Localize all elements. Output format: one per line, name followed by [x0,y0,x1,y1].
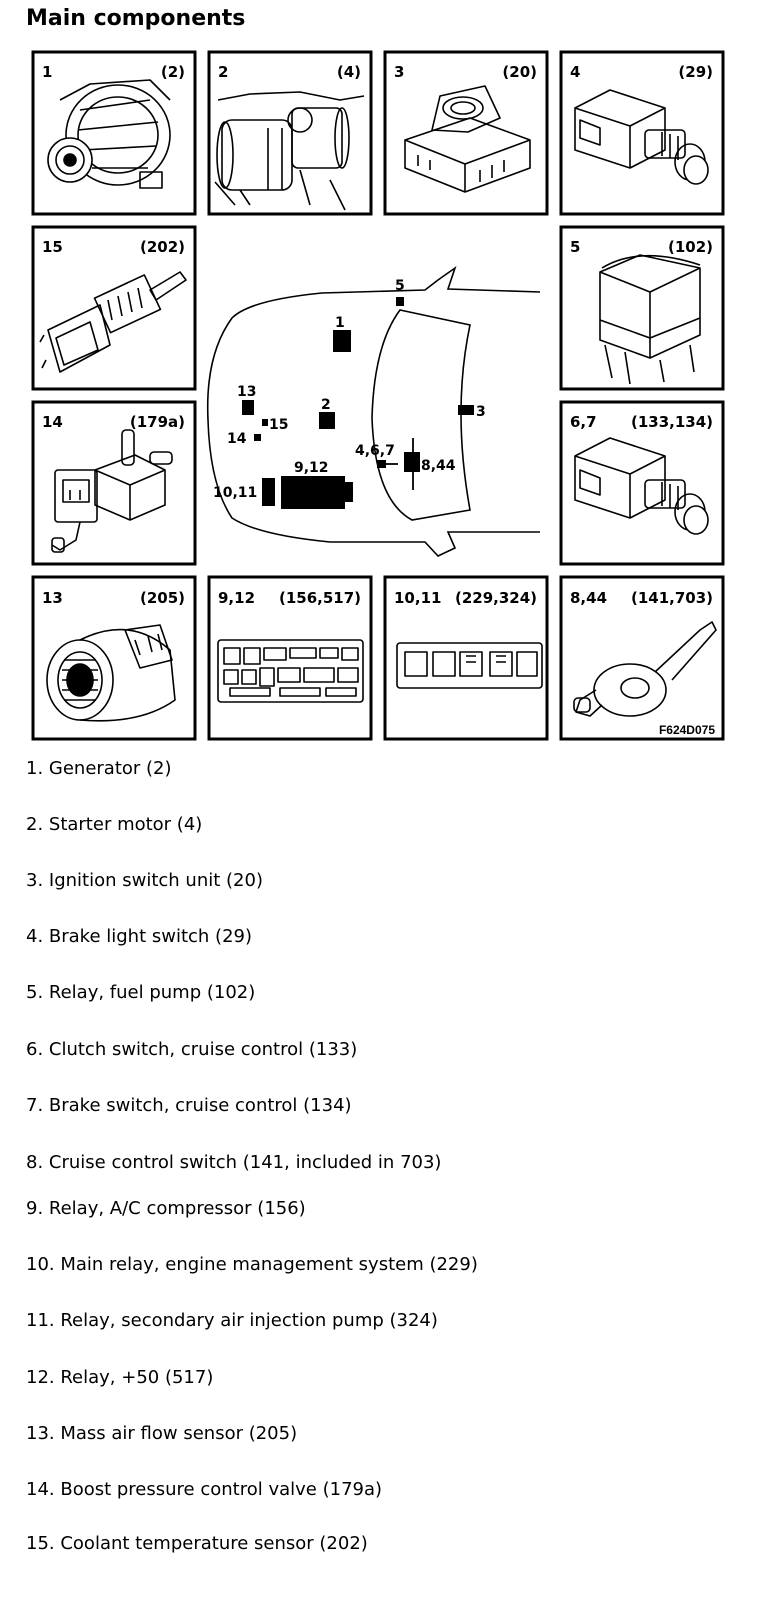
list-item: 4. Brake light switch (29) [26,926,253,947]
relay-box-1011-illustration [396,642,543,689]
list-item: 10. Main relay, engine management system… [26,1254,478,1275]
panel-frame-1011 [383,575,549,741]
panel-id-1: 1 [42,63,52,81]
panel-id-67: 6,7 [570,413,597,431]
panel-frame-3 [383,50,549,216]
car-label-3: 3 [476,404,486,420]
list-item: 12. Relay, +50 (517) [26,1367,214,1388]
maf-sensor-illustration [46,624,176,722]
list-item: 3. Ignition switch unit (20) [26,870,263,891]
clutch-brake-switch-illustration [574,437,709,535]
list-item: 15. Coolant temperature sensor (202) [26,1533,368,1554]
panel-frame-15 [31,225,197,391]
panel-id-4: 4 [570,63,580,81]
list-item: 1. Generator (2) [26,758,172,779]
car-label-15: 15 [269,417,288,433]
coolant-sensor-illustration [39,271,187,373]
list-item: 5. Relay, fuel pump (102) [26,982,256,1003]
panel-frame-1 [31,50,197,216]
panel-id-13: 13 [42,589,63,607]
car-label-467: 4,6,7 [355,443,395,459]
panel-id-15: 15 [42,238,63,256]
panel-id-5: 5 [570,238,580,256]
panel-ref-2: (4) [337,63,361,81]
panel-ref-3: (20) [502,63,537,81]
list-item: 13. Mass air flow sensor (205) [26,1423,298,1444]
panel-ref-4: (29) [678,63,713,81]
panel-frame-67 [559,400,725,566]
list-item: 9. Relay, A/C compressor (156) [26,1198,306,1219]
panel-id-844: 8,44 [570,589,607,607]
panel-frame-14 [31,400,197,566]
list-item: 8. Cruise control switch (141, included … [26,1152,442,1173]
panel-id-912: 9,12 [218,589,255,607]
panel-ref-13: (205) [140,589,185,607]
panel-ref-912: (156,517) [279,589,361,607]
list-item: 6. Clutch switch, cruise control (133) [26,1039,358,1060]
panel-frame-13 [31,575,197,741]
car-label-2: 2 [321,397,331,413]
car-label-5: 5 [395,278,405,294]
car-markers [242,297,474,509]
panel-ref-1: (2) [161,63,185,81]
figure-reference: F624D075 [659,723,715,737]
car-label-1011: 10,11 [213,485,257,501]
cruise-switch-illustration [573,621,717,717]
car-labels: 5 1 13 2 14 15 3 4,6,7 8,44 9,12 10,11 [213,278,486,501]
car-label-13: 13 [237,384,256,400]
panel-ref-1011: (229,324) [455,589,537,607]
fuel-pump-relay-illustration [599,254,701,385]
starter-motor-illustration [214,91,365,211]
generator-illustration [47,79,171,189]
car-label-14: 14 [227,431,247,447]
list-item: 7. Brake switch, cruise control (134) [26,1095,352,1116]
panel-frame-2 [207,50,373,216]
panel-id-2: 2 [218,63,228,81]
relay-box-912-illustration [217,639,364,703]
panel-frame-844 [559,575,725,741]
panel-id-14: 14 [42,413,63,431]
list-item: 11. Relay, secondary air injection pump … [26,1310,438,1331]
panel-ref-14: (179a) [130,413,185,431]
boost-valve-illustration [51,429,173,553]
panel-id-1011: 10,11 [394,589,441,607]
panel-ref-15: (202) [140,238,185,256]
list-item: 14. Boost pressure control valve (179a) [26,1479,383,1500]
car-outline [206,265,541,557]
panel-id-3: 3 [394,63,404,81]
brake-light-switch-illustration [574,89,709,185]
panel-frame-5 [559,225,725,391]
car-label-912: 9,12 [294,460,329,476]
panel-frame-4 [559,50,725,216]
page-title: Main components [26,6,246,31]
panel-ref-5: (102) [668,238,713,256]
ignition-switch-illustration [404,85,531,193]
car-label-844: 8,44 [421,458,456,474]
panel-ref-844: (141,703) [631,589,713,607]
panel-frame-912 [207,575,373,741]
components-diagram: 1 (2) 2 (4) 3 (20) 4 (29) 15 (202) 5 (10… [31,50,725,741]
car-label-1: 1 [335,315,345,331]
panel-ref-67: (133,134) [631,413,713,431]
list-item: 2. Starter motor (4) [26,814,203,835]
